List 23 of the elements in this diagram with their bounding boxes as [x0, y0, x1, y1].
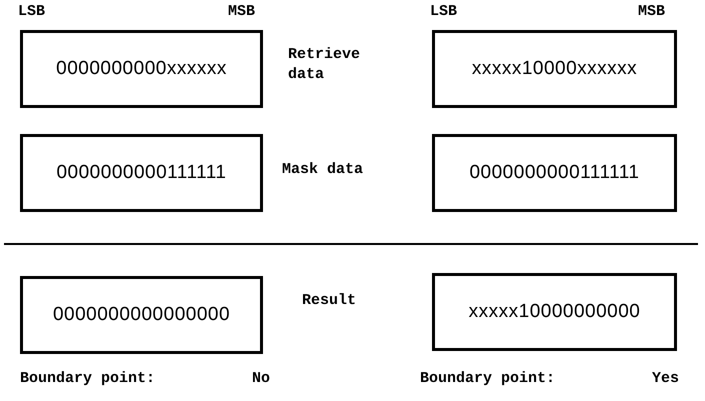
- register-box: [432, 273, 677, 351]
- label-text: Boundary point:: [20, 369, 156, 388]
- register-box: [20, 134, 263, 212]
- label-text: No: [252, 369, 270, 388]
- label-text: Boundary point:: [420, 369, 556, 388]
- bit-pattern: 0000000000111111: [469, 160, 640, 185]
- label-text: Retrieve data: [288, 45, 362, 84]
- label-text: Yes: [652, 369, 680, 388]
- register-box: [432, 30, 677, 108]
- register-box: [20, 30, 263, 108]
- bit-pattern: 0000000000111111: [56, 160, 227, 185]
- register-box: [20, 276, 263, 354]
- label-text: MSB: [228, 2, 256, 22]
- label-text: MSB: [638, 2, 666, 22]
- label-text: LSB: [430, 2, 458, 22]
- register-box: [432, 134, 677, 212]
- bit-pattern: 0000000000xxxxxx: [56, 56, 227, 81]
- label-text: Mask data: [282, 160, 364, 180]
- bit-pattern: 0000000000000000: [52, 302, 230, 327]
- label-text: Result: [302, 291, 356, 310]
- label-text: LSB: [18, 2, 46, 22]
- bit-pattern: xxxxx10000000000: [468, 300, 640, 324]
- bit-pattern: xxxxx10000xxxxxx: [472, 56, 638, 81]
